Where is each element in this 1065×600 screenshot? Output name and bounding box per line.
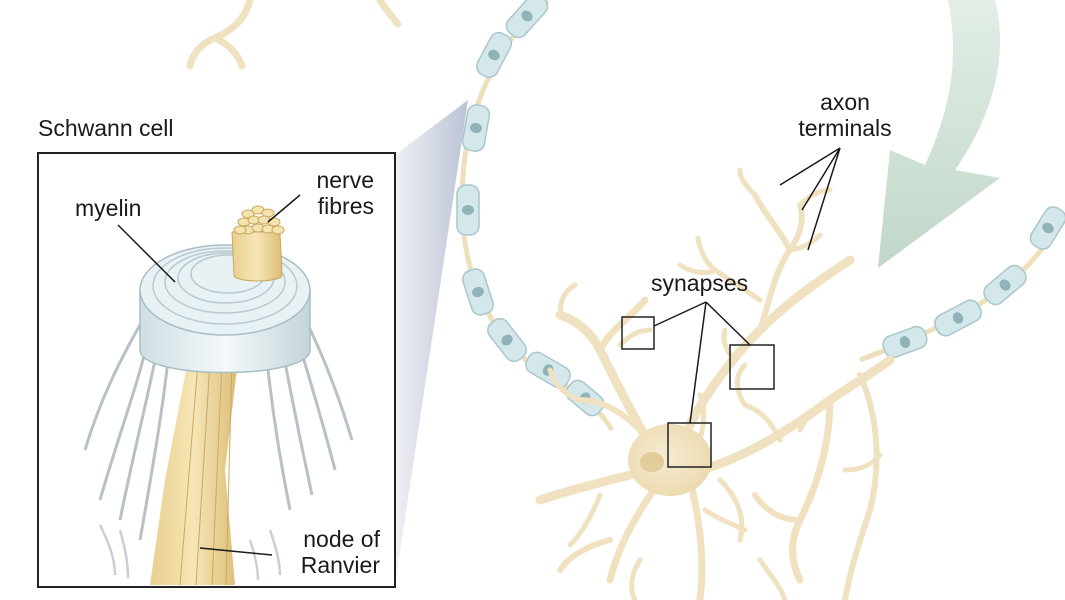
myelin-segment [505,0,549,39]
leader-axon-terminal-3 [807,147,841,251]
leader-axon-terminal-2 [801,147,841,211]
nerve-fibres-line-1: nerve [316,167,374,193]
axon-terminals-label: axon terminals [785,89,905,141]
myelin-segment [475,31,513,79]
schwann-cell-label: Schwann cell [38,115,174,141]
nerve-fibre-end [271,225,285,235]
synapse-boxes [621,316,775,468]
faint-neuron-fragment [186,0,402,70]
nerve-fibre-end [233,225,247,235]
schwann-cell-inset [37,152,396,588]
myelin-segment [487,317,527,363]
nerve-fibres-label: nerve fibres [300,167,374,219]
leader-synapse-1 [653,301,707,327]
myelin-segment [456,184,480,236]
axon-terminals-line-2: terminals [798,115,892,141]
myelin-segment [934,299,982,337]
leader-axon-terminal-1 [779,147,841,186]
leader-node-of-ranvier [199,547,273,556]
neuron-dendrites [535,167,895,600]
axon-terminals-line-1: axon [820,89,870,115]
node-of-ranvier-line-1: node of [303,526,380,552]
leader-synapse-2 [705,301,751,346]
synapses-label: synapses [651,270,749,296]
node-of-ranvier-line-2: Ranvier [300,552,380,578]
synapse-box-1 [621,316,655,350]
leader-myelin [117,224,176,283]
myelin-label: myelin [75,195,142,221]
neuron-nucleus [640,452,664,472]
synapse-box-2 [729,344,775,390]
myelinated-axon [456,0,615,432]
leader-nerve-fibres [267,194,301,223]
synapse-box-3 [667,422,712,468]
inset-projection [395,100,468,585]
node-of-ranvier-label: node of Ranvier [280,526,380,578]
myelin-segment [461,104,491,152]
node-lamellae [98,524,282,581]
neuron-soma [628,424,712,496]
myelin-segment [462,268,494,316]
leader-synapse-3 [689,301,707,424]
myelin-segment [1029,206,1065,250]
leader-lines [653,147,841,424]
myelin-segment [983,264,1027,306]
myelin-top [139,244,311,336]
curved-arrow [878,0,1001,268]
nerve-fibres-line-2: fibres [317,193,374,219]
nerve-fibre-ends [233,205,285,235]
axon-right [859,206,1065,363]
myelin-segment [882,325,928,359]
axon-bundle [150,360,238,585]
